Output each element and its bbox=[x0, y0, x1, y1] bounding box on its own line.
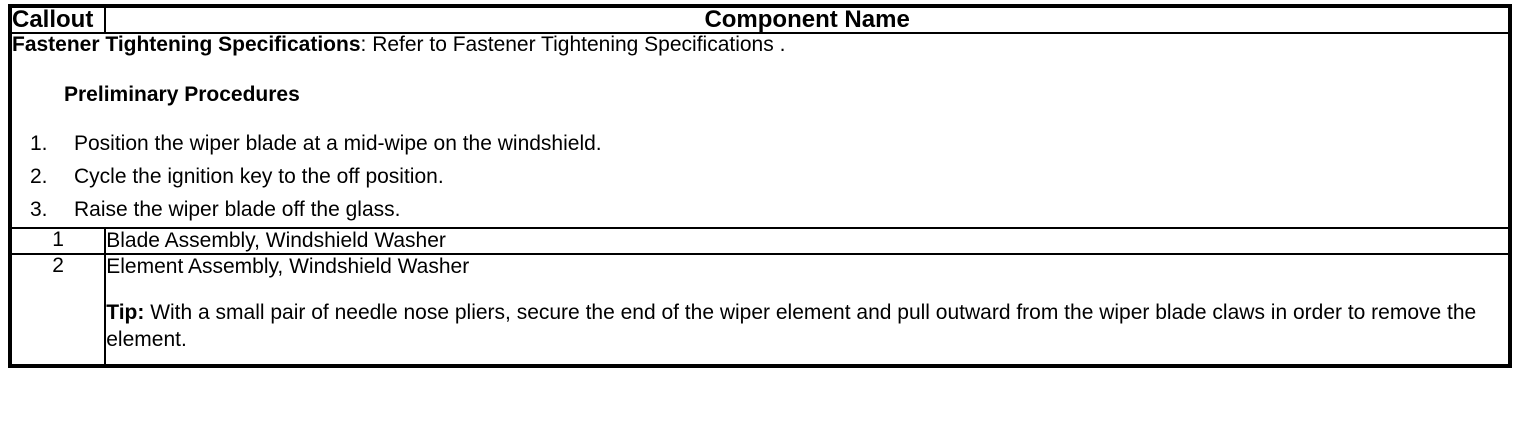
component-name-cell: Element Assembly, Windshield Washer Tip:… bbox=[104, 252, 1511, 368]
list-item-text: Position the wiper blade at a mid-wipe o… bbox=[74, 132, 602, 156]
component-name-text: Element Assembly, Windshield Washer bbox=[106, 254, 470, 278]
fastener-specification-text: Refer to Fastener Tightening Specificati… bbox=[372, 33, 786, 56]
fastener-specification-line: Fastener Tightening Specifications: Refe… bbox=[12, 33, 1508, 57]
callout-number: 1 bbox=[8, 227, 107, 255]
list-item-number: 2. bbox=[30, 165, 48, 189]
table-row: 1 Blade Assembly, Windshield Washer bbox=[8, 227, 1511, 255]
table-header-row: Callout Component Name bbox=[8, 5, 1511, 34]
fastener-specification-label: Fastener Tightening Specifications bbox=[12, 33, 361, 56]
tip-label: Tip: bbox=[106, 301, 145, 325]
list-item: 1. Position the wiper blade at a mid-wip… bbox=[12, 128, 1508, 161]
tip-block: Tip: With a small pair of needle nose pl… bbox=[106, 300, 1508, 354]
list-item-text: Raise the wiper blade off the glass. bbox=[74, 198, 401, 222]
list-item-number: 1. bbox=[30, 132, 48, 156]
column-header-component-name: Component Name bbox=[104, 5, 1511, 34]
list-item-number: 3. bbox=[30, 198, 48, 222]
component-specification-table: Callout Component Name Fastener Tighteni… bbox=[8, 4, 1512, 369]
list-item-text: Cycle the ignition key to the off positi… bbox=[74, 165, 444, 189]
fastener-specification-colon: : bbox=[360, 33, 373, 56]
component-name-cell: Blade Assembly, Windshield Washer bbox=[104, 227, 1511, 255]
table-row: 2 Element Assembly, Windshield Washer Ti… bbox=[8, 252, 1511, 368]
column-header-callout: Callout bbox=[8, 5, 107, 34]
tip-paragraph: Tip: With a small pair of needle nose pl… bbox=[106, 301, 1476, 351]
preliminary-procedures-heading: Preliminary Procedures bbox=[64, 82, 300, 106]
list-item: 2. Cycle the ignition key to the off pos… bbox=[12, 161, 1508, 194]
list-item: 3. Raise the wiper blade off the glass. bbox=[12, 194, 1508, 227]
table-notes-row: Fastener Tightening Specifications: Refe… bbox=[9, 31, 1511, 230]
preliminary-procedures-list: 1. Position the wiper blade at a mid-wip… bbox=[12, 128, 1508, 227]
tip-text: With a small pair of needle nose pliers,… bbox=[106, 301, 1477, 352]
preliminary-procedures-cell: Fastener Tightening Specifications: Refe… bbox=[9, 31, 1511, 230]
callout-number: 2 bbox=[8, 252, 107, 368]
